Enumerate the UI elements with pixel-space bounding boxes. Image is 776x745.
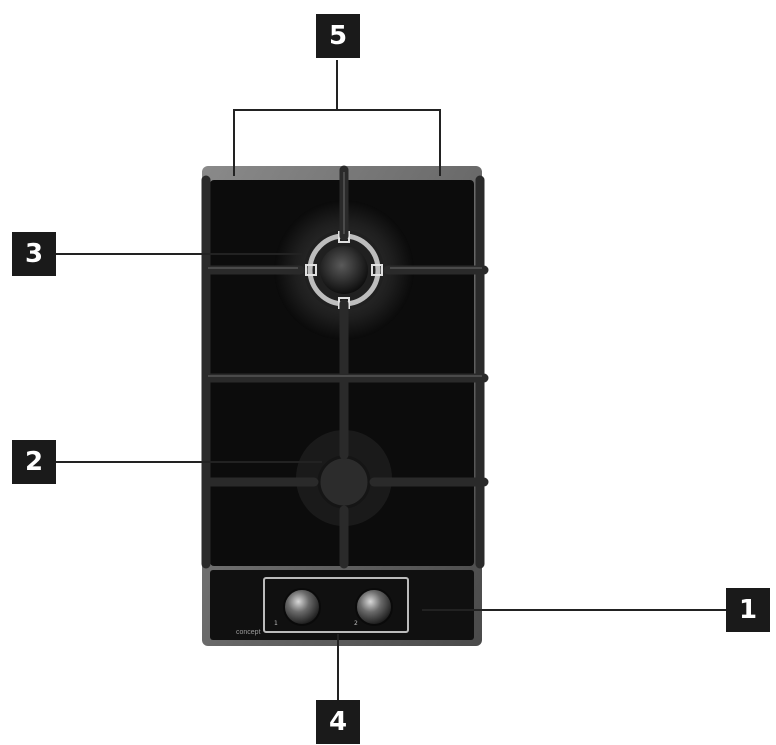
- knob-left[interactable]: [283, 588, 321, 626]
- callout-4: 4: [316, 700, 360, 744]
- knob-bezel: [263, 577, 409, 633]
- callout-3: 3: [12, 232, 56, 276]
- knob-right[interactable]: [355, 588, 393, 626]
- large-burner-cap: [320, 246, 368, 294]
- callout-1: 1: [726, 588, 770, 632]
- knob-left-mark: 1: [274, 620, 278, 627]
- small-burner-cap: [317, 455, 371, 509]
- knob-right-mark: 2: [354, 620, 358, 627]
- callout-5: 5: [316, 14, 360, 58]
- brand-logo: concept: [236, 629, 261, 636]
- callout-2: 2: [12, 440, 56, 484]
- leader-lines: [56, 60, 726, 702]
